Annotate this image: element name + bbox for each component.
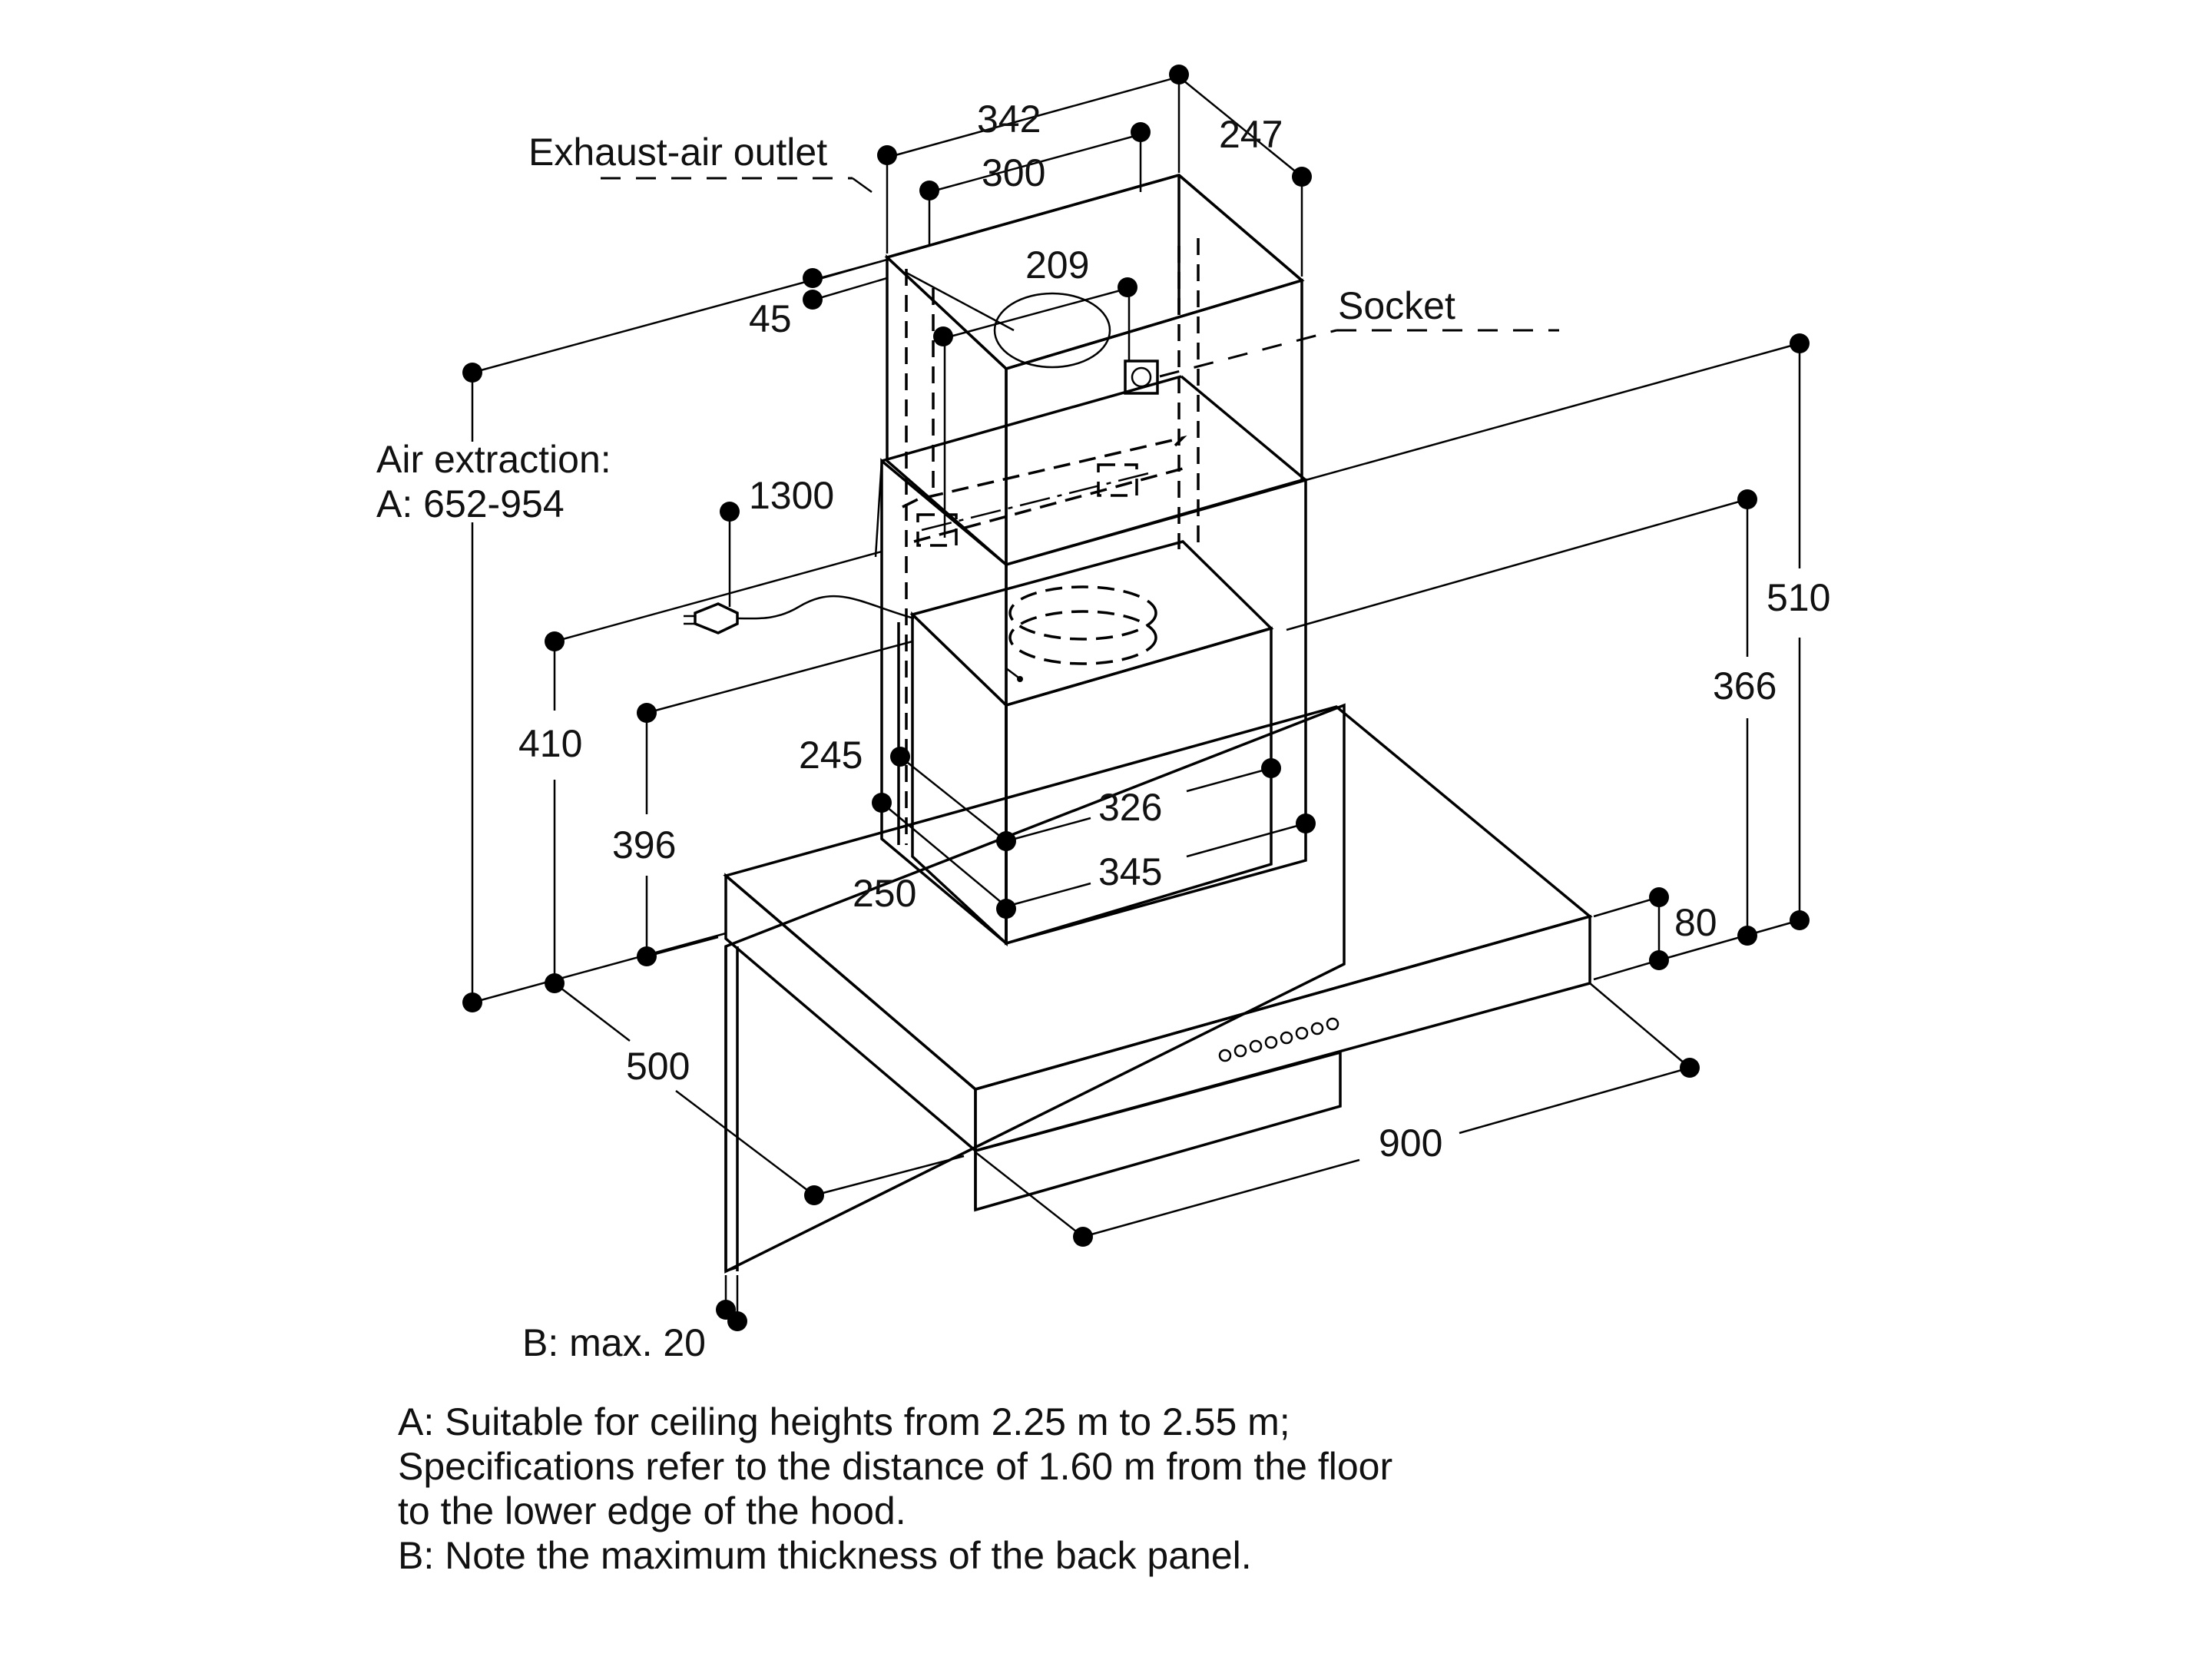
dimension-dots <box>462 65 1810 1331</box>
socket-icon <box>1124 329 1337 395</box>
dim-300: 300 <box>982 151 1045 194</box>
dim-250: 250 <box>853 872 916 915</box>
label-exhaust-air-outlet: Exhaust-air outlet <box>528 131 827 174</box>
canopy <box>723 705 1593 1212</box>
power-cable <box>684 595 915 635</box>
dim-510: 510 <box>1767 576 1830 619</box>
dim-247: 247 <box>1219 113 1283 156</box>
dim-80: 80 <box>1674 901 1717 944</box>
dim-366: 366 <box>1713 664 1777 707</box>
dim-396: 396 <box>612 823 676 866</box>
dim-410: 410 <box>518 722 582 765</box>
dimension-lines <box>471 75 1801 1321</box>
dim-209: 209 <box>1025 244 1089 287</box>
footnote-a-line-2: Specifications refer to the distance of … <box>398 1445 1393 1488</box>
dim-345: 345 <box>1098 850 1162 893</box>
label-air-extraction-range: A: 652-954 <box>376 482 565 525</box>
dim-500: 500 <box>626 1045 690 1088</box>
footnote-b: B: Note the maximum thickness of the bac… <box>398 1534 1252 1577</box>
motor-box <box>909 540 1274 947</box>
dim-1300: 1300 <box>749 474 834 517</box>
label-back-panel: B: max. 20 <box>522 1321 706 1364</box>
dim-342: 342 <box>977 98 1041 141</box>
back-panel <box>724 703 1346 1274</box>
dim-45: 45 <box>749 297 792 340</box>
upper-chimney <box>874 174 1305 845</box>
footnote-a-line-1: A: Suitable for ceiling heights from 2.2… <box>398 1400 1290 1443</box>
footnotes: A: Suitable for ceiling heights from 2.2… <box>398 1400 1392 1578</box>
dim-900: 900 <box>1379 1122 1442 1165</box>
dim-326: 326 <box>1098 786 1162 829</box>
label-air-extraction: Air extraction: <box>376 438 611 481</box>
footnote-a-line-3: to the lower edge of the hood. <box>398 1489 906 1532</box>
dim-245: 245 <box>799 734 863 777</box>
label-socket: Socket <box>1338 284 1455 327</box>
control-buttons <box>1218 1017 1339 1062</box>
